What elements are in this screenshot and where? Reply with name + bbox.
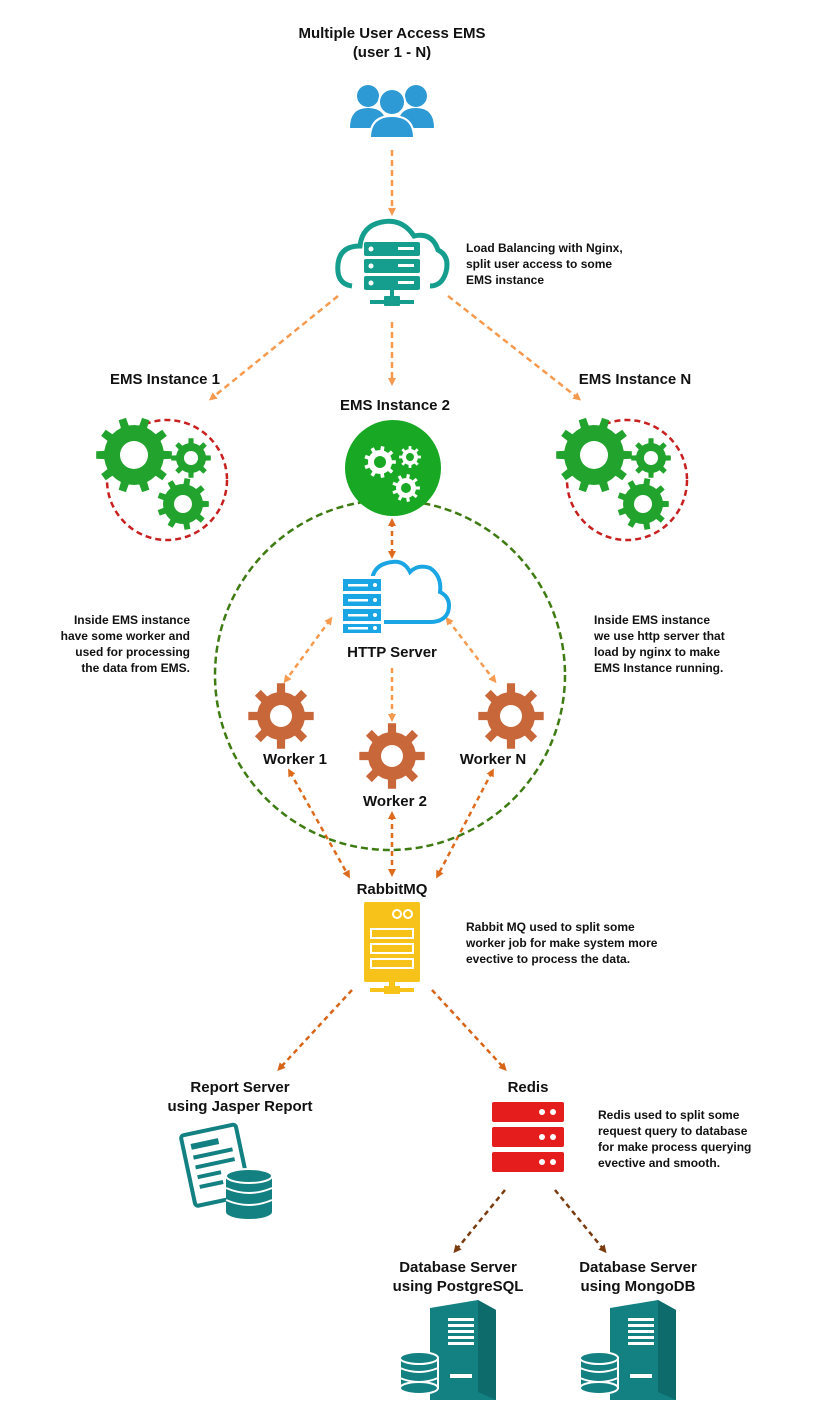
- worker-2-gear-icon: [359, 723, 425, 789]
- rabbitmq-note: Rabbit MQ used to split some worker job …: [466, 920, 658, 966]
- rabbitmq-server-icon: [364, 902, 420, 994]
- arrow-http-to-worker-1: [283, 616, 333, 684]
- worker-note: Inside EMS instance have some worker and…: [60, 613, 190, 675]
- http-server-label: HTTP Server: [347, 644, 437, 661]
- instance-2-icon: [345, 420, 441, 516]
- arrow-lb-to-instance-1: [208, 295, 339, 401]
- mongo-server-icon: [579, 1300, 676, 1400]
- worker-1-gear-icon: [248, 683, 314, 749]
- instance-n-label: EMS Instance N: [578, 371, 692, 388]
- report-server-label: Report Server using Jasper Report: [167, 1079, 313, 1115]
- worker-n-gear-icon: [478, 683, 544, 749]
- database-icon: [225, 1168, 273, 1219]
- redis-label: Redis: [507, 1079, 549, 1096]
- mongo-label: Database Server using MongoDB: [579, 1259, 697, 1295]
- http-note: Inside EMS instance we use http server t…: [594, 613, 725, 675]
- instance-1-gears-icon: [96, 417, 211, 530]
- postgres-server-icon: [399, 1300, 496, 1400]
- arrow-http-to-worker-n: [445, 616, 497, 684]
- instance-2-label: EMS Instance 2: [339, 397, 451, 414]
- worker-2-label: Worker 2: [363, 793, 427, 810]
- instance-n-boundary: [565, 418, 689, 542]
- redis-note: Redis used to split some request query t…: [598, 1108, 752, 1170]
- instance-2-boundary: [213, 498, 567, 852]
- redis-server-icon: [492, 1102, 564, 1172]
- rabbitmq-label: RabbitMQ: [356, 881, 428, 898]
- arrow-worker-1-to-rabbitmq: [288, 768, 350, 879]
- instance-1-label: EMS Instance 1: [109, 371, 221, 388]
- arrow-rabbitmq-to-redis: [431, 989, 507, 1071]
- http-server-icon: [340, 559, 451, 634]
- worker-1-label: Worker 1: [263, 751, 327, 768]
- load-balancer-icon: [335, 218, 450, 306]
- users-icon: [350, 85, 434, 139]
- report-document-icon: [179, 1122, 273, 1219]
- arrow-redis-to-postgres: [453, 1189, 506, 1254]
- users-title: Multiple User Access EMS (user 1 - N): [298, 25, 486, 61]
- instance-n-gears-icon: [556, 417, 671, 530]
- arrow-worker-n-to-rabbitmq: [436, 768, 494, 879]
- load-balancer-note: Load Balancing with Nginx, split user ac…: [466, 241, 623, 287]
- arrow-lb-to-instance-n: [447, 295, 582, 401]
- instance-1-boundary: [105, 418, 229, 542]
- arrow-rabbitmq-to-report: [277, 989, 353, 1071]
- worker-n-label: Worker N: [459, 751, 527, 768]
- postgres-label: Database Server using PostgreSQL: [392, 1259, 524, 1295]
- arrow-redis-to-mongo: [554, 1189, 607, 1254]
